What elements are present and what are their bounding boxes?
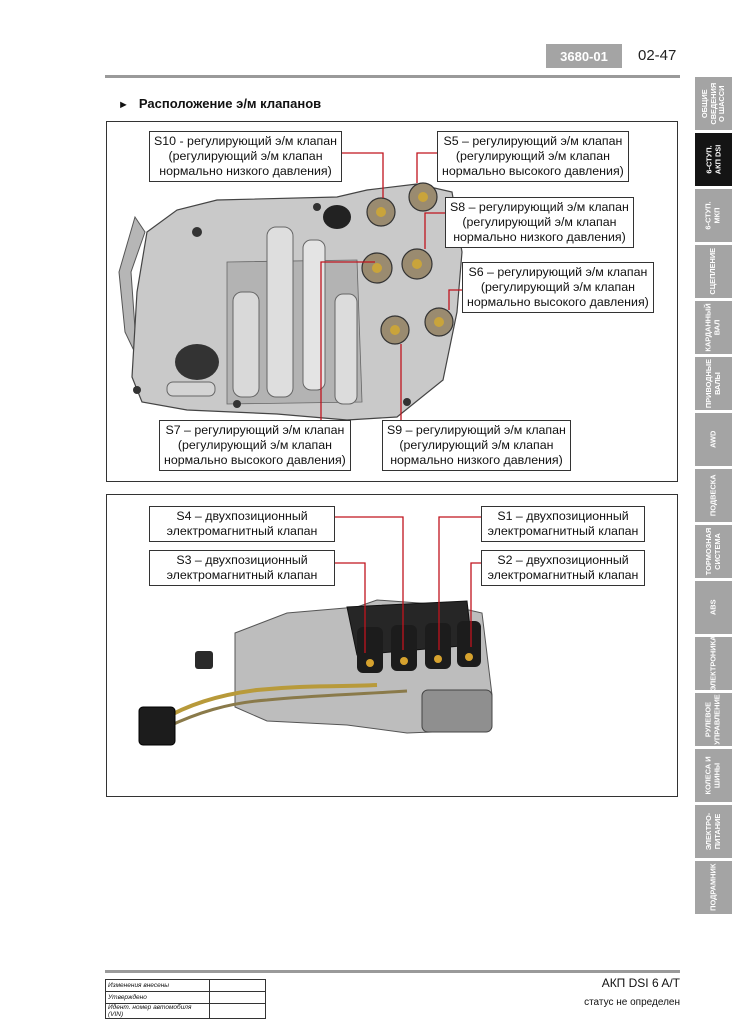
solenoid-location-figure-upper: S10 - регулирующий э/м клапан (регулирую… — [106, 121, 678, 482]
section-code-badge: 3680-01 — [546, 44, 622, 68]
tab-power-supply[interactable]: ЭЛЕКТРО-ПИТАНИЕ — [695, 805, 732, 858]
revision-value — [209, 991, 266, 1004]
valve-body-illustration — [118, 152, 463, 421]
tab-electronics[interactable]: ЭЛЕКТРОНИКА — [695, 637, 732, 690]
header-divider — [105, 75, 680, 78]
footer-divider — [105, 970, 680, 973]
section-title: ► Расположение э/м клапанов — [118, 96, 321, 111]
solenoid-label-s2: S2 – двухпозиционный электромагнитный кл… — [481, 550, 645, 586]
solenoid-label-s9: S9 – регулирующий э/м клапан (регулирующ… — [382, 420, 571, 471]
solenoid-label-s3: S3 – двухпозиционный электромагнитный кл… — [149, 550, 335, 586]
table-row: Утверждено — [105, 991, 266, 1004]
tab-clutch[interactable]: СЦЕПЛЕНИЕ — [695, 245, 732, 298]
tab-6mt[interactable]: 6-СТУП.МКП — [695, 189, 732, 242]
revision-table: Изменения внесены Утверждено Идент. номе… — [105, 979, 266, 1019]
tab-abs[interactable]: ABS — [695, 581, 732, 634]
document-status: статус не определен — [584, 997, 680, 1008]
revision-value — [209, 1003, 266, 1019]
solenoid-label-s8: S8 – регулирующий э/м клапан (регулирующ… — [445, 197, 634, 248]
solenoid-label-s10: S10 - регулирующий э/м клапан (регулирую… — [149, 131, 343, 182]
document-name: АКП DSI 6 A/T — [601, 976, 680, 990]
page-number: 02-47 — [638, 47, 677, 64]
tab-subframe[interactable]: ПОДРАМНИК — [695, 861, 732, 914]
solenoid-label-s7: S7 – регулирующий э/м клапан (регулирующ… — [159, 420, 351, 471]
solenoid-label-s1: S1 – двухпозиционный электромагнитный кл… — [481, 506, 645, 542]
solenoid-location-figure-lower: S4 – двухпозиционный электромагнитный кл… — [106, 494, 678, 797]
revision-value — [209, 979, 266, 992]
solenoid-block-illustration — [138, 516, 493, 746]
bullet-arrow-icon: ► — [118, 99, 129, 111]
revision-label: Утверждено — [105, 991, 210, 1004]
solenoid-label-s5: S5 – регулирующий э/м клапан (регулирующ… — [437, 131, 629, 182]
section-title-text: Расположение э/м клапанов — [138, 96, 322, 111]
table-row: Идент. номер автомобиля (VIN) — [105, 1003, 266, 1019]
table-row: Изменения внесены — [105, 979, 266, 992]
tab-6at-dsi[interactable]: 6-СТУП.АКП DSI — [695, 133, 732, 186]
tab-suspension[interactable]: ПОДВЕСКА — [695, 469, 732, 522]
tab-awd[interactable]: AWD — [695, 413, 732, 466]
revision-label: Изменения внесены — [105, 979, 210, 992]
revision-label: Идент. номер автомобиля (VIN) — [105, 1003, 210, 1019]
solenoid-label-s4: S4 – двухпозиционный электромагнитный кл… — [149, 506, 335, 542]
solenoid-label-s6: S6 – регулирующий э/м клапан (регулирующ… — [462, 262, 654, 313]
